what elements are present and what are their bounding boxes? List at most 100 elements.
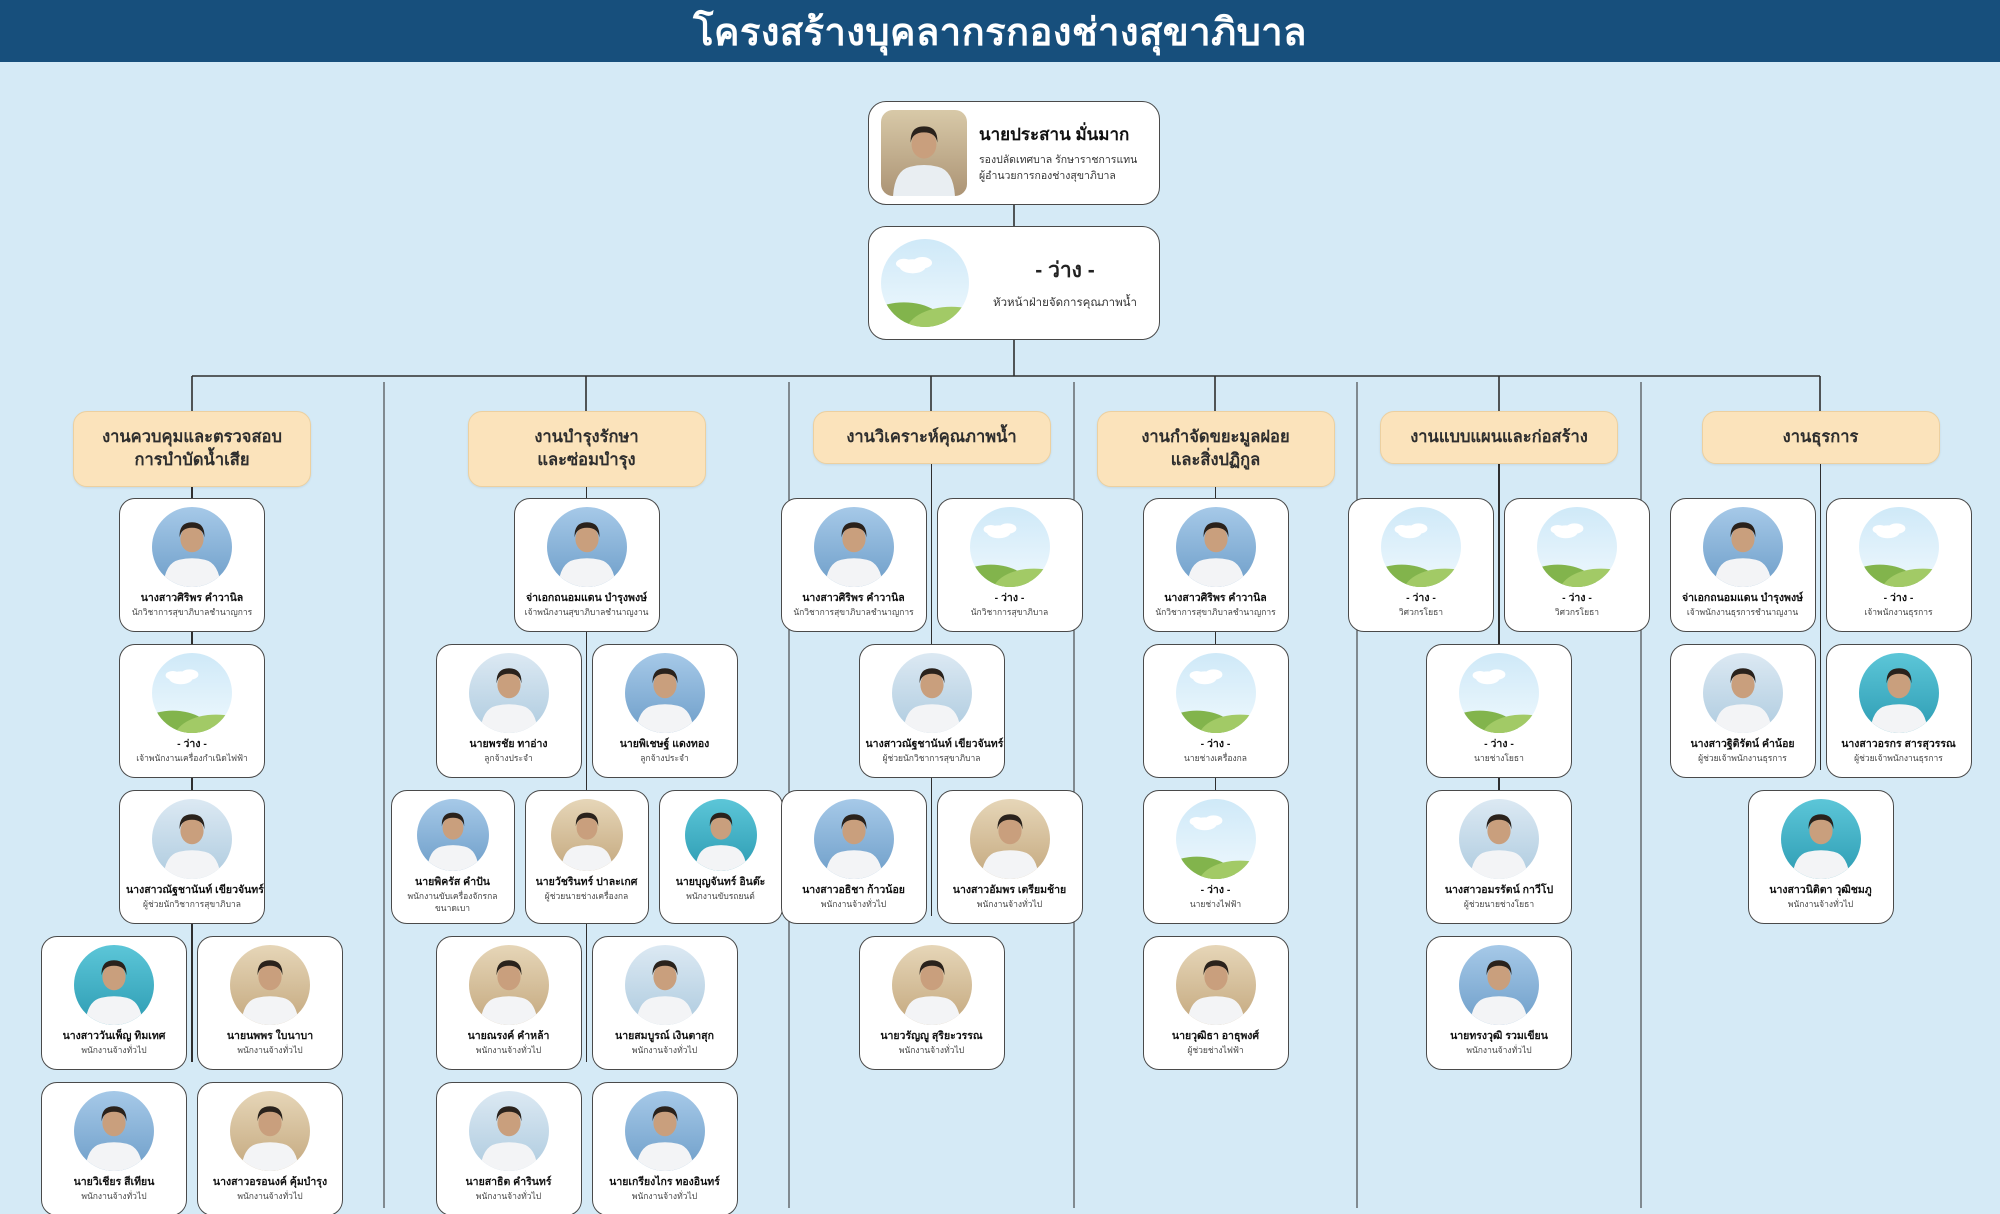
placeholder-image: [969, 507, 1050, 587]
portrait-photo: [813, 507, 894, 587]
card-row: นายวรัญญู สุริยะวรรณพนักงานจ้างทั่วไป: [858, 936, 1005, 1070]
person-name: นางสาวอธิชา ก้าวน้อย: [802, 884, 905, 896]
card-row: นางสาวณัฐชานันท์ เขียวจันทร์ผู้ช่วยนักวิ…: [858, 644, 1005, 778]
person-role: ผู้ช่วยเจ้าพนักงานธุรการ: [1854, 753, 1943, 764]
person-card: จ่าเอกถนอมแดน บำรุงพงษ์เจ้าพนักงานธุรการ…: [1669, 498, 1816, 632]
title-bar: โครงสร้างบุคลากรกองช่างสุขาภิบาล: [0, 0, 2000, 62]
person-role: ผู้ช่วยนายช่างโยธา: [1463, 899, 1535, 910]
person-role: พนักงานจ้างทั่วไป: [237, 1045, 303, 1056]
person-card: นางสาวอัมพร เตรียมช้ายพนักงานจ้างทั่วไป: [936, 790, 1083, 924]
person-name: นางสาวศิริพร คำวานิล: [140, 592, 244, 604]
portrait-photo: [813, 799, 894, 879]
person-role: พนักงานจ้างทั่วไป: [81, 1045, 147, 1056]
portrait-photo: [550, 799, 623, 871]
person-role: นักวิชาการสุขาภิบาลชำนาญการ: [1155, 607, 1276, 618]
person-role: พนักงานจ้างทั่วไป: [631, 1191, 698, 1202]
placeholder-image: [1537, 507, 1617, 587]
person-role: พนักงานขับรถยนต์: [686, 891, 755, 902]
director-info: นายประสาน มั่นมาก รองปลัดเทศบาล รักษาราช…: [979, 121, 1137, 185]
card-row: นายทรงวุฒิ รวมเขียนพนักงานจ้างทั่วไป: [1426, 936, 1572, 1070]
person-role: นักวิชาการสุขาภิบาลชำนาญการ: [131, 607, 253, 618]
person-role: พนักงานจ้างทั่วไป: [1787, 899, 1854, 910]
person-name: นายวัชรินทร์ ปาละเกศ: [535, 876, 638, 888]
page-title: โครงสร้างบุคลากรกองช่างสุขาภิบาล: [693, 11, 1307, 54]
card-row: นายวิเชียร สีเทียนพนักงานจ้างทั่วไปนางสา…: [41, 1082, 343, 1214]
portrait-photo: [624, 1091, 705, 1171]
person-card: นายพรชัย ทาอ่างลูกจ้างประจำ: [435, 644, 582, 778]
person-card: นายนพพร ใบนาบาพนักงานจ้างทั่วไป: [197, 936, 343, 1070]
deputy-name: - ว่าง -: [1035, 259, 1095, 282]
person-role: พนักงานจ้างทั่วไป: [898, 1045, 965, 1056]
person-card: นายวุฒิธา อาธุพงศ์ผู้ช่วยช่างไฟฟ้า: [1142, 936, 1289, 1070]
person-role: พนักงานจ้างทั่วไป: [1466, 1045, 1532, 1056]
card-row: นางสาวศิริพร คำวานิลนักวิชาการสุขาภิบาลช…: [119, 498, 265, 632]
person-name: จ่าเอกถนอมแดน บำรุงพงษ์: [525, 592, 648, 604]
branch-rows: นางสาวศิริพร คำวานิลนักวิชาการสุขาภิบาลช…: [780, 498, 1083, 1070]
person-role: นายช่างไฟฟ้า: [1189, 899, 1242, 910]
person-name: - ว่าง -: [1562, 592, 1592, 604]
portrait-photo: [74, 945, 154, 1025]
person-name: นางสาววันเพ็ญ ทิมเทศ: [62, 1030, 166, 1042]
person-name: นายบุญจันทร์ อินต๊ะ: [675, 876, 766, 888]
deputy-info: - ว่าง - หัวหน้าฝ่ายจัดการคุณภาพน้ำ: [983, 254, 1147, 312]
vacant-card: - ว่าง -วิศวกรโยธา: [1504, 498, 1650, 632]
person-role: วิศวกรโยธา: [1398, 607, 1444, 618]
person-card: นายวัชรินทร์ ปาละเกศผู้ช่วยนายช่างเครื่อ…: [524, 790, 649, 924]
person-card: นางสาวศิริพร คำวานิลนักวิชาการสุขาภิบาลช…: [1142, 498, 1289, 632]
person-card: นางสาวณัฐชานันท์ เขียวจันทร์ผู้ช่วยนักวิ…: [119, 790, 265, 924]
portrait-photo: [152, 799, 232, 879]
person-role: นักวิชาการสุขาภิบาลชำนาญการ: [793, 607, 914, 618]
person-card: นางสาวศิริพร คำวานิลนักวิชาการสุขาภิบาลช…: [119, 498, 265, 632]
card-row: - ว่าง -วิศวกรโยธา- ว่าง -วิศวกรโยธา: [1348, 498, 1650, 632]
person-name: นายวุฒิธา อาธุพงศ์: [1171, 1030, 1260, 1042]
portrait-photo: [624, 945, 705, 1025]
deputy-role: หัวหน้าฝ่ายจัดการคุณภาพน้ำ: [993, 297, 1137, 309]
branch-column-5: งานแบบแผนและก่อสร้าง- ว่าง -วิศวกรโยธา- …: [1348, 411, 1650, 1214]
person-card: นางสาวอรอนงค์ คุ้มบำรุงพนักงานจ้างทั่วไป: [197, 1082, 343, 1214]
person-card: นายณรงค์ คำหล้าพนักงานจ้างทั่วไป: [435, 936, 582, 1070]
card-row: นายวุฒิธา อาธุพงศ์ผู้ช่วยช่างไฟฟ้า: [1142, 936, 1289, 1070]
vacant-card: - ว่าง -เจ้าพนักงานเครื่องกำเนิดไฟฟ้า: [119, 644, 265, 778]
person-card: นางสาวณัฐชานันท์ เขียวจันทร์ผู้ช่วยนักวิ…: [858, 644, 1005, 778]
portrait-photo: [1459, 945, 1539, 1025]
card-row: - ว่าง -นายช่างเครื่องกล: [1142, 644, 1289, 778]
person-card: นายพิเชษฐ์ แดงทองลูกจ้างประจำ: [591, 644, 738, 778]
portrait-photo: [1858, 653, 1939, 733]
person-card: นายบุญจันทร์ อินต๊ะพนักงานขับรถยนต์: [658, 790, 783, 924]
person-card: นางสาววันเพ็ญ ทิมเทศพนักงานจ้างทั่วไป: [41, 936, 187, 1070]
portrait-photo: [1780, 799, 1861, 879]
branch-header-wrap: งานวิเคราะห์คุณภาพน้ำ: [789, 411, 1074, 498]
person-name: นางสาวอรอนงค์ คุ้มบำรุง: [212, 1176, 328, 1188]
person-role: เจ้าพนักงานเครื่องกำเนิดไฟฟ้า: [136, 753, 248, 764]
person-role: ผู้ช่วยนายช่างเครื่องกล: [544, 891, 629, 902]
person-role: นายช่างโยธา: [1474, 753, 1524, 764]
portrait-photo: [230, 945, 310, 1025]
person-name: นายนพพร ใบนาบา: [226, 1030, 314, 1042]
branch-header: งานกำจัดขยะมูลฝอย และสิ่งปฏิกูล: [1096, 411, 1335, 488]
person-name: - ว่าง -: [994, 592, 1025, 604]
branch-header: งานธุรการ: [1701, 411, 1940, 465]
portrait-photo: [969, 799, 1050, 879]
person-card: นางสาวศิริพร คำวานิลนักวิชาการสุขาภิบาลช…: [780, 498, 927, 632]
person-role: เจ้าพนักงานธุรการ: [1864, 607, 1933, 618]
person-role: ลูกจ้างประจำ: [640, 753, 689, 764]
portrait-photo: [891, 653, 972, 733]
portrait-photo: [230, 1091, 310, 1171]
portrait-photo: [468, 653, 549, 733]
person-name: นางสาวอมรรัตน์ กาวีโป: [1444, 884, 1554, 896]
person-role: พนักงานจ้างทั่วไป: [976, 899, 1043, 910]
person-name: - ว่าง -: [1484, 738, 1514, 750]
portrait-photo: [152, 507, 232, 587]
person-name: นางสาวอัมพร เตรียมช้าย: [952, 884, 1067, 896]
portrait-photo: [1459, 799, 1539, 879]
person-role: เจ้าพนักงานสุขาภิบาลชำนาญงาน: [524, 607, 649, 618]
card-row: นางสาววันเพ็ญ ทิมเทศพนักงานจ้างทั่วไปนาย…: [41, 936, 343, 1070]
card-row: นางสาวณัฐชานันท์ เขียวจันทร์ผู้ช่วยนักวิ…: [119, 790, 265, 924]
person-name: นายณรงค์ คำหล้า: [467, 1030, 550, 1042]
person-card: นางสาวนิติตา วุฒิชมภูพนักงานจ้างทั่วไป: [1747, 790, 1894, 924]
branch-header-wrap: งานกำจัดขยะมูลฝอย และสิ่งปฏิกูล: [1074, 411, 1357, 498]
person-role: พนักงานจ้างทั่วไป: [81, 1191, 147, 1202]
branch-header: งานวิเคราะห์คุณภาพน้ำ: [812, 411, 1051, 465]
person-role: นักวิชาการสุขาภิบาล: [970, 607, 1049, 618]
person-name: นางสาวณัฐชานันท์ เขียวจันทร์: [865, 738, 1004, 750]
